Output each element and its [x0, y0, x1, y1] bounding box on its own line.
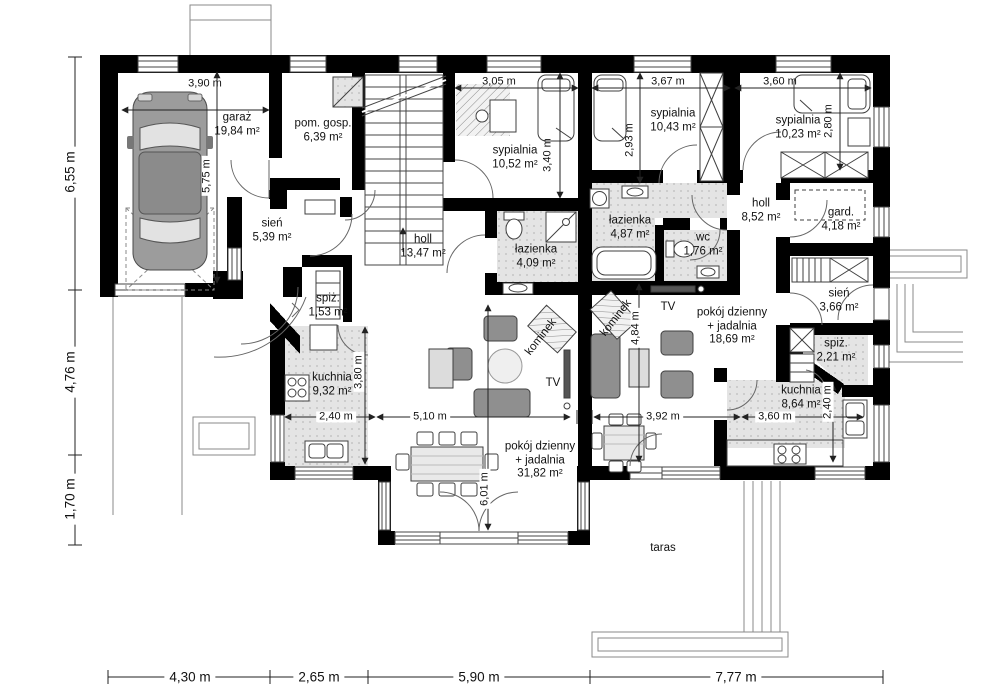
- tv-label-right: TV: [660, 301, 676, 313]
- dim-pokoj-right-width: 3,92 m: [643, 411, 683, 423]
- room-label-sypialnia-left: sypialnia 10,52 m²: [492, 144, 538, 170]
- room-label-holl-left: holl 13,47 m²: [400, 233, 446, 259]
- door-swings: [213, 131, 874, 532]
- dim-kuchnia-right-width: 3,60 m: [755, 411, 795, 423]
- room-label-holl-right: holl 8,52 m²: [741, 197, 781, 223]
- dim-bottom-1: 4,30 m: [164, 670, 216, 684]
- dim-syp-mid-width: 3,67 m: [651, 75, 685, 88]
- dim-left-2: 4,76 m: [62, 346, 77, 398]
- car: [125, 91, 215, 291]
- room-label-pom-gosp: pom. gosp. 6,39 m²: [294, 117, 352, 143]
- room-label-sien-left: sień 5,39 m²: [252, 217, 292, 243]
- room-label-spiz-left: spiż. 1,53 m²: [308, 292, 348, 318]
- dim-kuchnia-left-width: 2,40 m: [316, 411, 356, 423]
- room-label-wc: wc 1,76 m²: [683, 231, 723, 257]
- dim-bottom-2: 2,65 m: [293, 670, 345, 684]
- room-label-sypialnia-mid: sypialnia 10,43 m²: [650, 107, 696, 133]
- room-label-kuchnia-right: kuchnia 8,64 m²: [781, 384, 821, 410]
- dim-syp-right-width: 3,60 m: [763, 75, 797, 88]
- dim-kuchnia-right-depth: 2,40 m: [822, 382, 834, 422]
- dim-pokoj-left-width: 5,10 m: [410, 411, 450, 423]
- dim-left-1: 6,55 m: [62, 146, 77, 198]
- dim-pokoj-left-depth: 6,01 m: [479, 469, 491, 509]
- dim-garage-depth: 5,75 m: [201, 156, 213, 196]
- room-label-sypialnia-right: sypialnia 10,23 m²: [775, 114, 821, 140]
- room-label-lazienka-left: łazienka 4,09 m²: [514, 243, 558, 269]
- room-label-sien-right: sień 3,66 m²: [819, 287, 859, 313]
- tv-label-left: TV: [545, 377, 561, 389]
- room-label-garaz: garaż 19,84 m²: [214, 111, 260, 137]
- room-label-spiz-right: spiż. 2,21 m²: [816, 337, 856, 363]
- dim-bottom-4: 7,77 m: [710, 670, 762, 684]
- dim-syp-right-depth: 2,80 m: [822, 104, 835, 138]
- room-label-pokoj-left: pokój dzienny + jadalnia 31,82 m²: [504, 440, 576, 480]
- room-label-taras: taras: [650, 542, 676, 555]
- dim-pokoj-right-depth: 4,84 m: [630, 308, 642, 348]
- dim-syp-left-depth: 3,40 m: [541, 138, 554, 172]
- room-label-garderoba: gard. 4,18 m²: [821, 206, 861, 232]
- dim-left-3: 1,70 m: [62, 473, 77, 525]
- dim-garage-width: 3,90 m: [188, 77, 222, 90]
- dim-bottom-3: 5,90 m: [453, 670, 505, 684]
- outside-elements: [112, 4, 968, 658]
- dim-syp-left-width: 3,05 m: [482, 75, 516, 88]
- room-label-pokoj-right: pokój dzienny + jadalnia 18,69 m²: [696, 306, 768, 346]
- staircase: [361, 74, 447, 266]
- room-label-lazienka-right: łazienka 4,87 m²: [608, 214, 652, 240]
- windows: [114, 55, 890, 545]
- dim-syp-mid-depth: 2,93 m: [623, 123, 636, 157]
- dim-kuchnia-left-depth: 3,80 m: [353, 352, 365, 392]
- room-label-kuchnia-left: kuchnia 9,32 m²: [312, 371, 352, 397]
